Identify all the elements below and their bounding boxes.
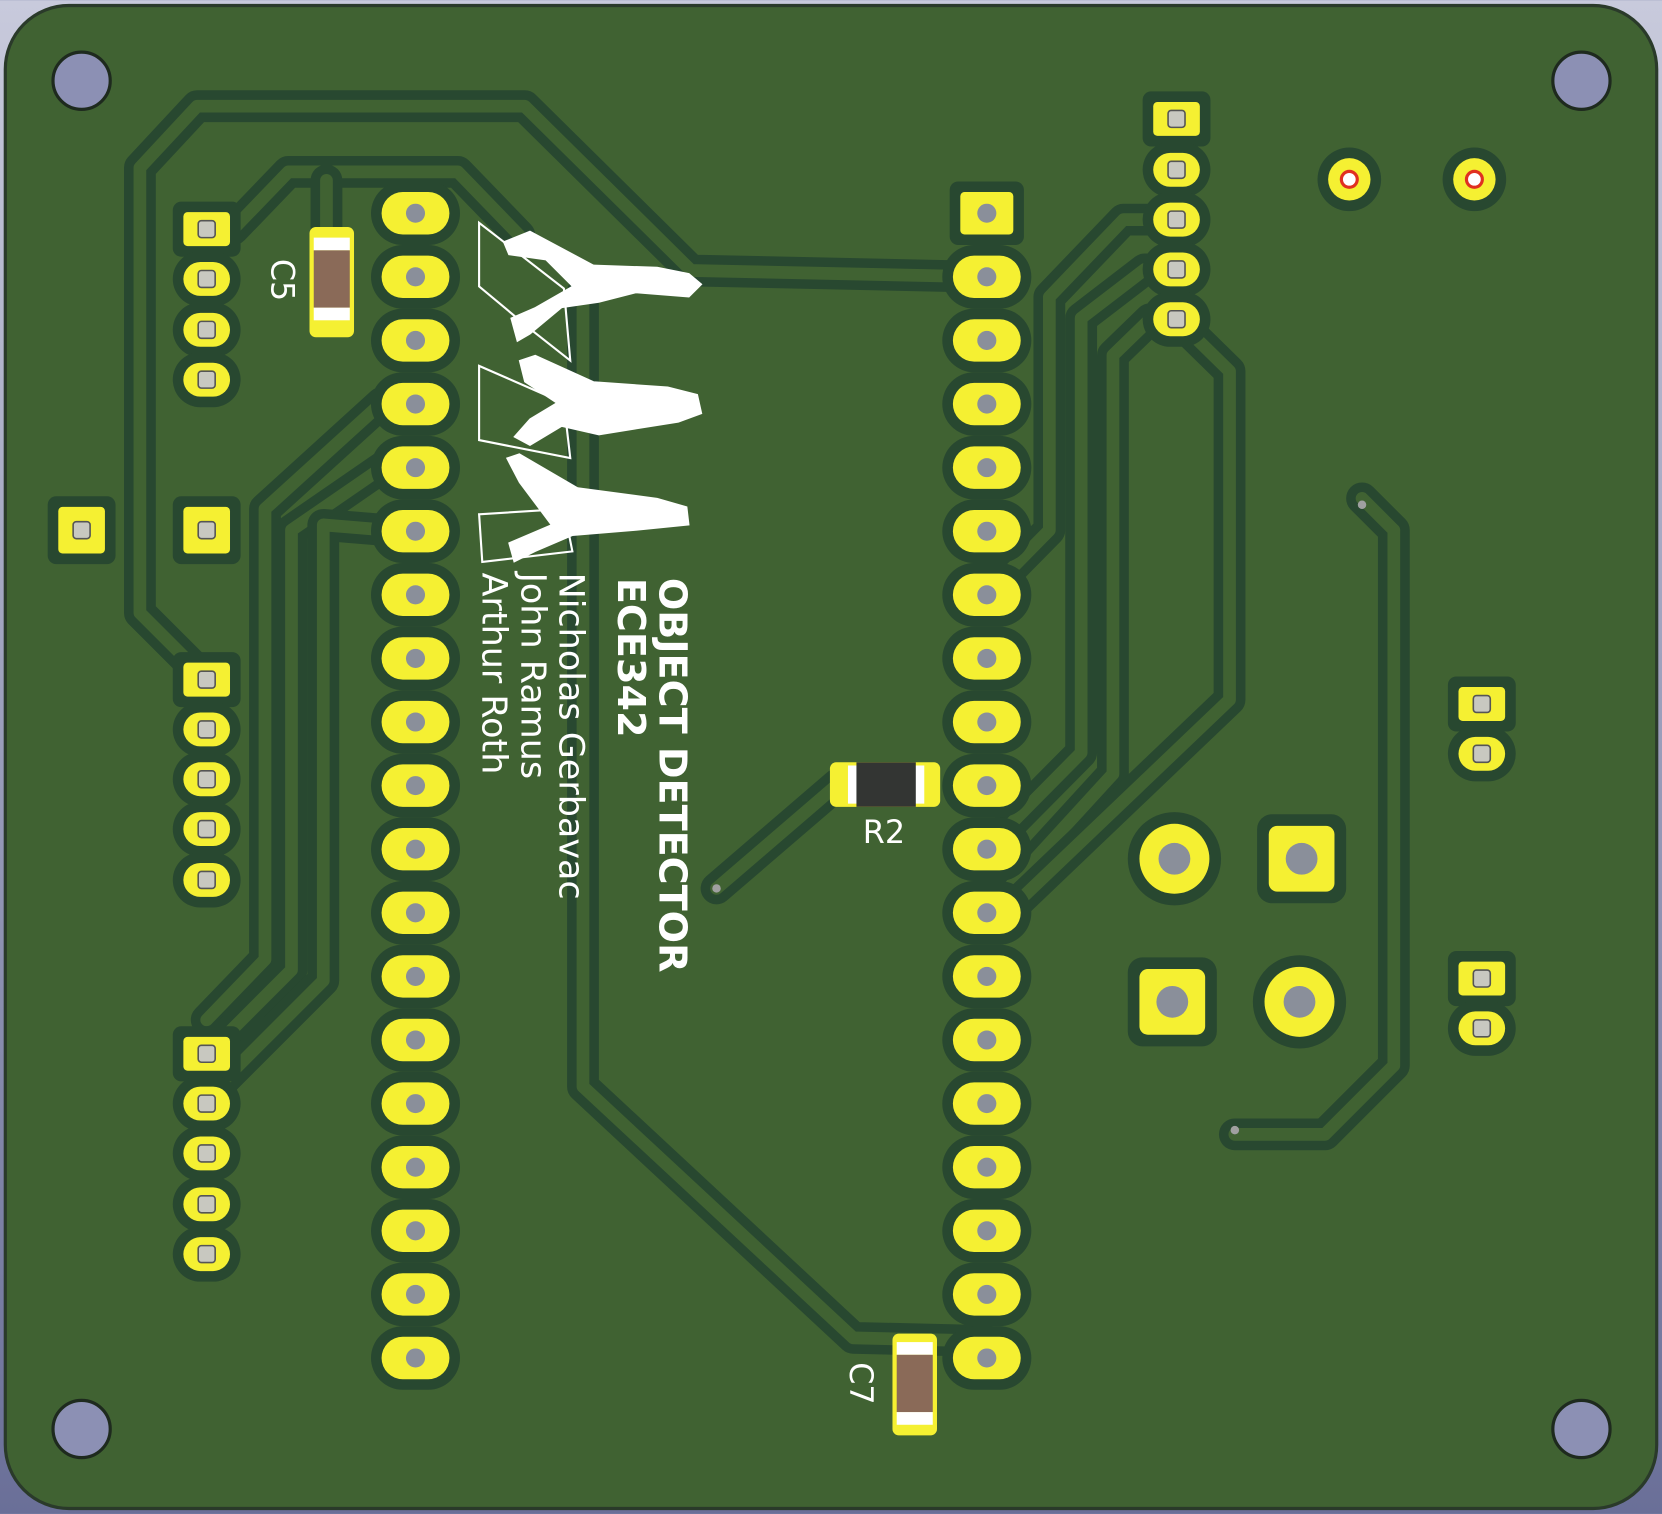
header-pin: [197, 320, 216, 340]
capacitor-c7[interactable]: C7: [842, 1333, 937, 1436]
drill-hole: [977, 1348, 997, 1368]
drill-hole: [405, 1284, 426, 1304]
header-pin: [197, 219, 216, 239]
author-3: Arthur Roth: [473, 573, 513, 775]
drill-hole: [977, 1284, 997, 1304]
trace: [133, 99, 994, 686]
header-pin: [197, 670, 216, 689]
drill-hole: [405, 458, 426, 478]
logo-silhouettes: [477, 220, 703, 564]
drill-hole: [405, 1030, 426, 1050]
header-pin: [197, 1144, 216, 1163]
drill-hole: [405, 1221, 426, 1241]
header-pin: [72, 520, 91, 540]
drill-hole: [977, 776, 997, 796]
drill-hole: [405, 267, 426, 287]
header-pin: [1167, 109, 1186, 129]
drill-hole: [977, 394, 997, 414]
drill-hole: [977, 585, 997, 605]
header-pin: [197, 720, 216, 739]
mounting-hole: [51, 1398, 112, 1460]
drill-hole: [977, 203, 997, 223]
author-2: John Ramus: [512, 571, 552, 780]
header-pin: [197, 1044, 216, 1064]
drill-hole: [405, 1348, 426, 1368]
drill-hole: [405, 203, 426, 223]
drill-hole: [977, 267, 997, 287]
header-pin: [197, 370, 216, 389]
header-pin: [197, 520, 216, 540]
header-pin: [1472, 694, 1492, 714]
drill-hole: [977, 712, 997, 732]
r2-label: R2: [863, 814, 905, 851]
drill-hole: [405, 394, 426, 414]
course-code: ECE342: [609, 578, 653, 738]
header-pin: [1167, 210, 1186, 229]
drill-hole: [1158, 842, 1191, 875]
drill-hole: [1283, 985, 1316, 1018]
header-pin: [1472, 969, 1492, 988]
drill-hole: [405, 966, 426, 986]
header-pin: [1167, 309, 1186, 329]
trace: [710, 778, 844, 895]
header-pin: [1472, 1019, 1492, 1038]
trace-end-via: [1230, 1125, 1240, 1135]
drill-hole: [405, 712, 426, 732]
drill-hole: [977, 521, 997, 541]
mounting-hole: [51, 50, 112, 111]
trace: [989, 312, 1236, 929]
drill-hole: [977, 648, 997, 668]
header-pin: [1167, 160, 1186, 180]
c5-label: C5: [263, 259, 300, 301]
header-pin: [197, 1195, 216, 1214]
trace: [1228, 492, 1401, 1141]
drill-hole: [977, 1221, 997, 1241]
c7-label: C7: [842, 1362, 879, 1404]
drill-hole: [977, 330, 997, 350]
drill-hole: [977, 458, 997, 478]
header-pin: [197, 269, 216, 289]
header-pin: [197, 1094, 216, 1113]
drill-hole: [405, 1094, 426, 1114]
mounting-hole: [1551, 50, 1612, 111]
header-pin: [197, 819, 216, 839]
resistor-r2[interactable]: R2: [829, 762, 941, 851]
drill-hole: [405, 776, 426, 796]
board-title: OBJECT DETECTOR: [650, 578, 694, 973]
drill-hole: [405, 1157, 426, 1177]
drill-hole: [977, 1157, 997, 1177]
drill-hole: [405, 903, 426, 923]
drill-hole: [405, 648, 426, 668]
trace-end-via: [712, 884, 721, 893]
header-pin: [197, 1244, 216, 1264]
header-pin: [1167, 260, 1186, 279]
mounting-hole: [1551, 1398, 1612, 1460]
drill-hole: [405, 521, 426, 541]
trace-end-via: [1357, 500, 1367, 509]
header-pin: [197, 870, 216, 890]
header-pin: [197, 769, 216, 789]
trace: [980, 213, 1183, 601]
silkscreen-title-block: OBJECT DETECTOR ECE342 Nicholas Gerbavac…: [473, 571, 694, 973]
drill-hole: [977, 839, 997, 859]
drill-hole: [977, 1094, 997, 1114]
drill-hole: [977, 1030, 997, 1050]
drill-hole: [405, 330, 426, 350]
capacitor-c5[interactable]: C5: [263, 227, 355, 338]
drill-hole: [1285, 842, 1318, 875]
header-pin: [1472, 744, 1492, 764]
pads-layer: [47, 50, 1612, 1460]
drill-hole: [977, 903, 997, 923]
drill-hole: [1156, 985, 1189, 1018]
drill-hole: [405, 585, 426, 605]
author-1: Nicholas Gerbavac: [551, 573, 591, 900]
drill-hole: [405, 839, 426, 859]
drill-hole: [977, 966, 997, 986]
